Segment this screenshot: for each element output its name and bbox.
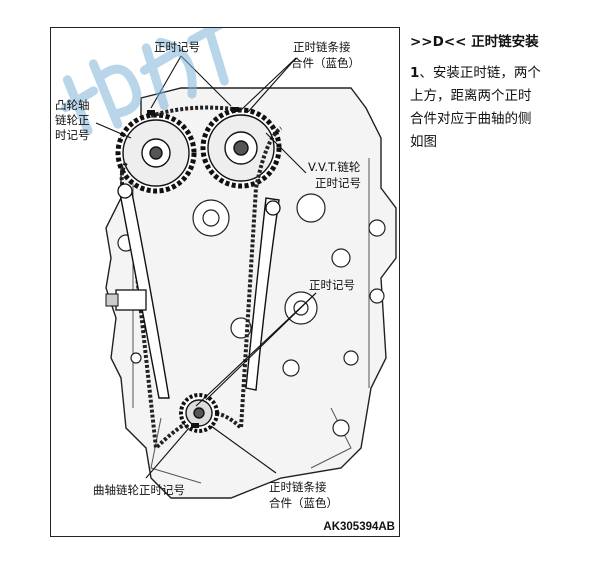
engine-timing-diagram: 正时记号 正时链条接 合件（蓝色） 凸轮轴 链轮正 时记号 V.V.T.链轮 正…	[50, 27, 400, 537]
label-vvt-1: V.V.T.链轮	[308, 160, 361, 174]
figure-code: AK305394AB	[323, 521, 395, 533]
label-camshaft-2: 链轮正	[55, 113, 90, 127]
step-line-3: 合件对应于曲轴的侧	[410, 111, 532, 127]
label-chain-link-bottom-2: 合件（蓝色）	[269, 496, 338, 510]
label-vvt-2: 正时记号	[315, 176, 361, 190]
step-line-1: 1、安装正时链，两个	[410, 65, 541, 81]
section-heading: >>D<< 正时链安装	[410, 34, 539, 50]
label-timing-mark-mid: 正时记号	[309, 278, 355, 292]
label-camshaft-1: 凸轮轴	[55, 98, 90, 112]
step-line-2: 上方，距离两个正时	[410, 88, 532, 104]
step-number: 1	[410, 65, 420, 81]
label-crank-sprocket-mark: 曲轴链轮正时记号	[93, 483, 185, 497]
instruction-text: >>D<< 正时链安装 1、安装正时链，两个 上方，距离两个正时 合件对应于曲轴…	[410, 30, 600, 154]
label-chain-link-bottom-1: 正时链条接	[269, 480, 327, 494]
watermark-logo	[61, 28, 232, 136]
label-chain-link-top-2: 合件（蓝色）	[291, 56, 360, 70]
step-paragraph: 1、安装正时链，两个 上方，距离两个正时 合件对应于曲轴的侧 如图	[410, 62, 600, 154]
label-chain-link-top-1: 正时链条接	[293, 40, 351, 54]
engine-drawing	[95, 55, 397, 499]
step-line-4: 如图	[410, 134, 437, 150]
label-camshaft-3: 时记号	[55, 128, 90, 142]
label-timing-mark-top: 正时记号	[154, 40, 200, 54]
